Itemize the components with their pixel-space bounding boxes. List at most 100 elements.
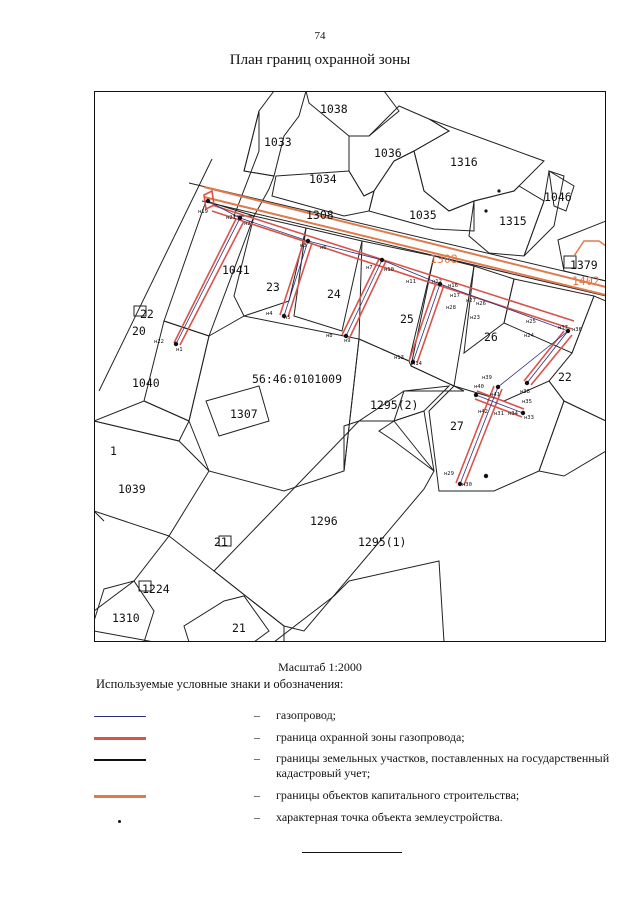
label-point-n9: н9 — [344, 338, 351, 344]
label-point-n22: н22 — [154, 339, 164, 345]
building-boundary-symbol — [94, 795, 146, 798]
legend-text: характерная точка объекта землеустройств… — [276, 810, 503, 824]
label-parcel-1315: 1315 — [499, 214, 527, 228]
label-point-n27: н27 — [466, 298, 476, 304]
legend-item-gas-pipeline: – газопровод; — [94, 708, 594, 742]
building-boundaries — [203, 186, 606, 296]
label-point-n34: н34 — [508, 411, 519, 417]
label-point-n19: н19 — [198, 209, 208, 215]
label-point-n7: н7 — [366, 265, 373, 271]
legend-dash: – — [254, 708, 260, 722]
label-point-n6: н6 — [320, 245, 327, 251]
legend-item-characteristic-point: – характерная точка объекта землеустройс… — [94, 810, 594, 844]
protection-zone-boundaries — [173, 189, 575, 486]
label-parcel-1379: 1379 — [570, 258, 598, 272]
legend-dash: – — [254, 788, 260, 802]
label-parcel-1316: 1316 — [450, 155, 478, 169]
label-point-n30: н30 — [462, 482, 472, 488]
label-point-n29: н29 — [444, 471, 454, 477]
map-border — [94, 91, 606, 642]
label-parcel-1296: 1296 — [310, 514, 338, 528]
label-point-n13: н13 — [394, 355, 404, 361]
label-point-n36: н36 — [572, 327, 582, 333]
gas-pipeline-symbol — [94, 716, 146, 717]
label-parcel-1: 1 — [110, 444, 117, 458]
label-parcel-1038: 1038 — [320, 102, 348, 116]
label-point-n38: н38 — [520, 389, 530, 395]
signature-line — [302, 852, 402, 853]
legend-text: границы земельных участков, поставленных… — [276, 751, 610, 780]
characteristic-points — [173, 189, 571, 487]
label-parcel-1040: 1040 — [132, 376, 160, 390]
legend-text: граница охранной зоны газопровода; — [276, 730, 465, 744]
label-point-n23: н23 — [470, 315, 480, 321]
label-point-n39: н39 — [482, 375, 492, 381]
map-scale: Масштаб 1:2000 — [278, 660, 362, 674]
protection-zone-symbol — [94, 737, 146, 740]
label-parcel-27: 27 — [450, 419, 464, 433]
label-point-n17: н17 — [450, 293, 460, 299]
legend-text: границы объектов капитального строительс… — [276, 788, 520, 802]
label-point-n4: н4 — [266, 311, 273, 317]
label-parcel-1035: 1035 — [409, 208, 437, 222]
label-point-n8: н8 — [326, 333, 333, 339]
label-parcel-1295-1: 1295(1) — [358, 535, 406, 549]
label-point-n1: н1 — [176, 347, 183, 353]
label-point-n25: н25 — [526, 319, 536, 325]
label-point-n12: н12 — [432, 279, 442, 285]
label-parcel-21: 21 — [214, 535, 228, 549]
label-point-n3: н3 — [300, 243, 307, 249]
label-point-n31: н31 — [494, 411, 504, 417]
label-point-n16: н16 — [448, 283, 458, 289]
label-parcel-1295-2: 1295(2) — [370, 398, 418, 412]
legend-heading: Используемые условные знаки и обозначени… — [96, 677, 344, 691]
label-object-1402: 1402 — [572, 274, 600, 288]
label-point-n40: н40 — [474, 384, 484, 390]
label-parcel-22: 22 — [558, 370, 572, 384]
label-cadastral-block: 56:46:0101009 — [252, 372, 342, 386]
legend-dash: – — [254, 730, 260, 744]
label-point-n5: н5 — [284, 315, 291, 321]
label-point-n14: н14 — [412, 361, 423, 367]
label-parcel-26: 26 — [484, 330, 498, 344]
legend-text: газопровод; — [276, 708, 337, 722]
parcel-boundaries — [94, 91, 606, 642]
label-parcel-1036: 1036 — [374, 146, 402, 160]
label-point-n41: н41 — [490, 392, 500, 398]
label-parcel-20: 20 — [132, 324, 146, 338]
label-parcel-1034: 1034 — [309, 172, 337, 186]
label-parcel-1039: 1039 — [118, 482, 146, 496]
label-point-n33: н33 — [524, 415, 534, 421]
label-point-n24: н24 — [524, 333, 535, 339]
label-parcel-1224: 1224 — [142, 582, 170, 596]
legend-dash: – — [254, 810, 260, 824]
characteristic-point-symbol — [118, 820, 121, 823]
label-object-1308: 1308 — [430, 252, 458, 266]
parcel-boundary-symbol — [94, 759, 146, 761]
legend-item-parcel-boundaries: – границы земельных участков, поставленн… — [94, 751, 609, 785]
label-point-n42: н42 — [478, 409, 488, 415]
legend-item-building-boundaries: – границы объектов капитального строител… — [94, 788, 594, 822]
label-point-n35: н35 — [522, 399, 532, 405]
page-title: План границ охранной зоны — [229, 52, 411, 68]
label-parcel-22b: 22 — [140, 307, 154, 321]
label-parcel-21b: 21 — [232, 621, 246, 635]
label-point-n11: н11 — [406, 279, 416, 285]
label-point-n21: н21 — [226, 215, 236, 221]
label-parcel-25: 25 — [400, 312, 414, 326]
point-labels: н19 н21 н2 н22 н1 н3 н6 н4 н5 н7 н10 н8 … — [154, 209, 582, 488]
label-parcel-1307: 1307 — [230, 407, 258, 421]
label-parcel-1046: 1046 — [544, 190, 572, 204]
label-point-n26: н26 — [476, 301, 486, 307]
label-parcel-1033: 1033 — [264, 135, 292, 149]
label-parcel-1310: 1310 — [112, 611, 140, 625]
parcel-labels: 1038 1033 1036 1316 1034 1046 1035 1315 … — [110, 102, 600, 635]
boundary-plan-map: 1038 1033 1036 1316 1034 1046 1035 1315 … — [94, 91, 606, 642]
label-point-n10: н10 — [384, 267, 394, 273]
label-point-n2: н2 — [244, 221, 251, 227]
label-point-n37: н37 — [558, 325, 568, 331]
legend-dash: – — [254, 751, 260, 765]
page-number: 74 — [314, 30, 326, 42]
label-parcel-24: 24 — [327, 287, 341, 301]
legend-item-protection-zone: – граница охранной зоны газопровода; — [94, 730, 594, 764]
